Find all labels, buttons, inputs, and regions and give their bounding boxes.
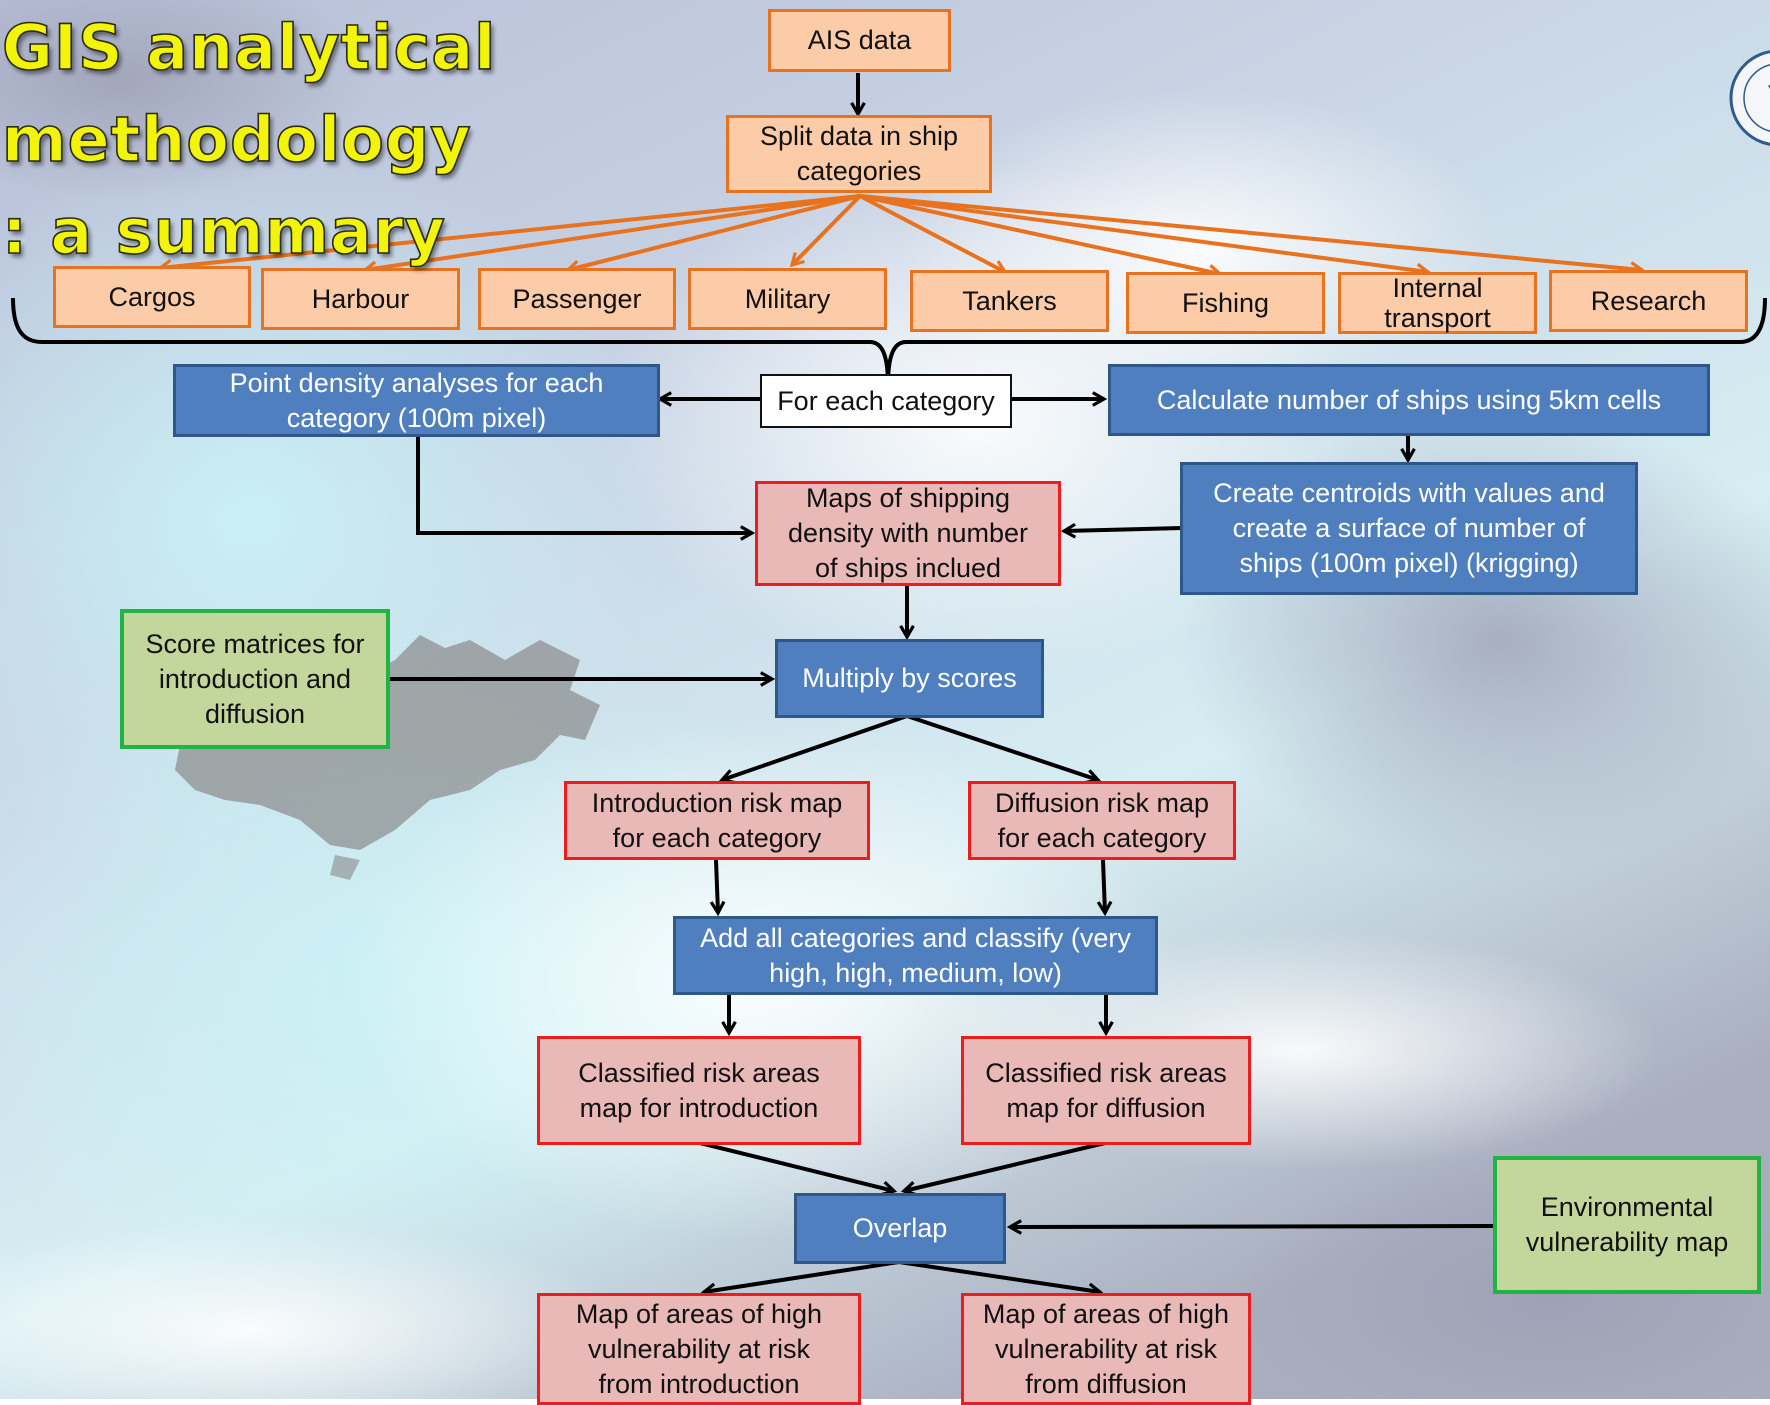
high-vulnerability-introduction-node: Map of areas of high vulnerability at ri…: [537, 1293, 861, 1405]
category-internal-transport: Internal transport: [1338, 272, 1537, 334]
point-density-node: Point density analyses for each category…: [173, 364, 660, 437]
overlap-node: Overlap: [794, 1193, 1006, 1264]
category-tankers: Tankers: [910, 270, 1109, 332]
score-matrices-node: Score matrices for introduction and diff…: [120, 609, 390, 749]
split-data-node: Split data in ship categories: [726, 115, 992, 193]
category-military: Military: [688, 268, 887, 330]
logo-seal-icon: [1729, 50, 1770, 146]
for-each-category-node: For each category: [760, 374, 1012, 428]
title-line: : a summary: [1, 194, 446, 269]
centroids-node: Create centroids with values and create …: [1180, 462, 1638, 595]
introduction-risk-node: Introduction risk map for each category: [564, 781, 870, 860]
title-line: methodology: [1, 102, 472, 177]
page-title: GIS analytical methodology : a summary: [1, 2, 497, 278]
classified-introduction-node: Classified risk areas map for introducti…: [537, 1036, 861, 1145]
category-research: Research: [1549, 270, 1748, 332]
title-line: GIS analytical: [1, 10, 497, 85]
high-vulnerability-diffusion-node: Map of areas of high vulnerability at ri…: [961, 1293, 1251, 1405]
environmental-vulnerability-node: Environmental vulnerability map: [1493, 1156, 1761, 1294]
category-passenger: Passenger: [478, 268, 676, 330]
add-all-categories-node: Add all categories and classify (very hi…: [673, 916, 1158, 995]
maps-density-node: Maps of shipping density with number of …: [755, 481, 1061, 586]
diffusion-risk-node: Diffusion risk map for each category: [968, 781, 1236, 860]
ais-data-node: AIS data: [768, 9, 951, 72]
category-fishing: Fishing: [1126, 272, 1325, 334]
multiply-node: Multiply by scores: [775, 639, 1044, 718]
classified-diffusion-node: Classified risk areas map for diffusion: [961, 1036, 1251, 1145]
calculate-ships-node: Calculate number of ships using 5km cell…: [1108, 364, 1710, 436]
